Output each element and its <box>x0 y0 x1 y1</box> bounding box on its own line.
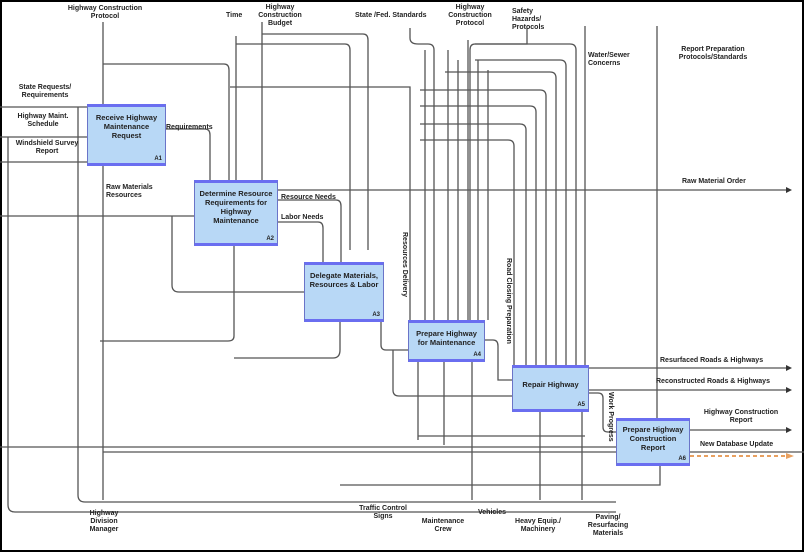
label-output-database-update: New Database Update <box>700 441 774 448</box>
label-control-report-prep: Report Preparation Protocols/Standards <box>678 46 748 61</box>
arrow-road-closing <box>485 339 512 381</box>
label-mech-manager: Highway Division Manager <box>89 510 119 533</box>
label-mech-paving: Paving/ Resurfacing Materials <box>587 514 629 537</box>
label-road-closing: Road Closing Preparation <box>505 258 512 344</box>
activity-title: Prepare Highway Construction Report <box>622 425 684 452</box>
label-mech-crew: Maintenance Crew <box>421 518 465 533</box>
node-number: A1 <box>154 156 162 162</box>
label-control-state-fed: State /Fed. Standards <box>355 12 427 19</box>
label-input-survey: Windshield Survey Report <box>15 140 79 155</box>
label-output-resurfaced: Resurfaced Roads & Highways <box>660 357 764 364</box>
label-control-water-sewer: Water/Sewer Concerns <box>588 52 630 67</box>
node-number: A5 <box>577 402 585 408</box>
arrow-budget-branch-2 <box>230 86 411 320</box>
arrow-labor-needs <box>278 221 324 262</box>
activity-title: Repair Highway <box>522 380 579 389</box>
label-labor-needs: Labor Needs <box>281 214 324 221</box>
label-control-protocol-2: Highway Construction Protocol <box>448 4 492 27</box>
label-mech-vehicles: Vehicles <box>478 509 507 516</box>
label-work-progress: Work Progress <box>607 392 614 442</box>
node-number: A6 <box>678 456 686 462</box>
node-number: A2 <box>266 236 274 242</box>
arrow-budget-branch <box>262 33 369 250</box>
label-control-budget: Highway Construction Budget <box>258 4 302 27</box>
label-mech-traffic-signs: Traffic Control Signs <box>359 505 407 520</box>
activity-box-a1[interactable]: Receive Highway Maintenance Request A1 <box>87 104 166 166</box>
activity-box-a2[interactable]: Determine Resource Requirements for High… <box>194 180 278 246</box>
arrow-requirements <box>166 128 211 180</box>
activity-box-a6[interactable]: Prepare Highway Construction Report A6 <box>616 418 690 466</box>
label-resources-delivery: Resources Delivery <box>401 232 408 297</box>
activity-title: Prepare Highway for Maintenance <box>416 329 477 347</box>
node-number: A3 <box>372 312 380 318</box>
node-number: A4 <box>473 352 481 358</box>
arrow-resource-needs <box>278 199 342 262</box>
activity-title: Determine Resource Requirements for High… <box>199 189 273 225</box>
arrow-work-progress <box>589 392 616 433</box>
activity-box-a3[interactable]: Delegate Materials, Resources & Labor A3 <box>304 262 384 322</box>
arrow-safety <box>469 28 528 320</box>
activity-box-a4[interactable]: Prepare Highway for Maintenance A4 <box>408 320 485 362</box>
label-mech-heavy-equip: Heavy Equip./ Machinery <box>515 518 561 533</box>
label-output-construction-report: Highway Construction Report <box>703 409 779 424</box>
label-raw-material-order: Raw Material Order <box>682 178 746 185</box>
label-control-safety: Safety Hazards/ Protocols <box>512 8 545 31</box>
label-control-protocol: Highway Construction Protocol <box>67 5 143 20</box>
activity-title: Delegate Materials, Resources & Labor <box>309 271 379 289</box>
activity-box-a5[interactable]: Repair Highway A5 <box>512 365 589 412</box>
label-input-state: State Requests/ Requirements <box>18 84 72 99</box>
label-resource-needs: Resource Needs <box>281 194 336 201</box>
arrow-time-branch <box>236 43 351 250</box>
label-requirements: Requirements <box>166 124 213 131</box>
label-control-time: Time <box>226 12 243 19</box>
activity-title: Receive Highway Maintenance Request <box>95 113 158 140</box>
label-output-reconstructed: Reconstructed Roads & Highways <box>656 378 770 385</box>
arrow-branch-protocol <box>103 63 230 180</box>
label-input-schedule: Highway Maint. Schedule <box>17 113 69 128</box>
arrow-state-fed <box>409 28 435 320</box>
label-input-raw-materials: Raw Materials Resources <box>106 184 153 199</box>
